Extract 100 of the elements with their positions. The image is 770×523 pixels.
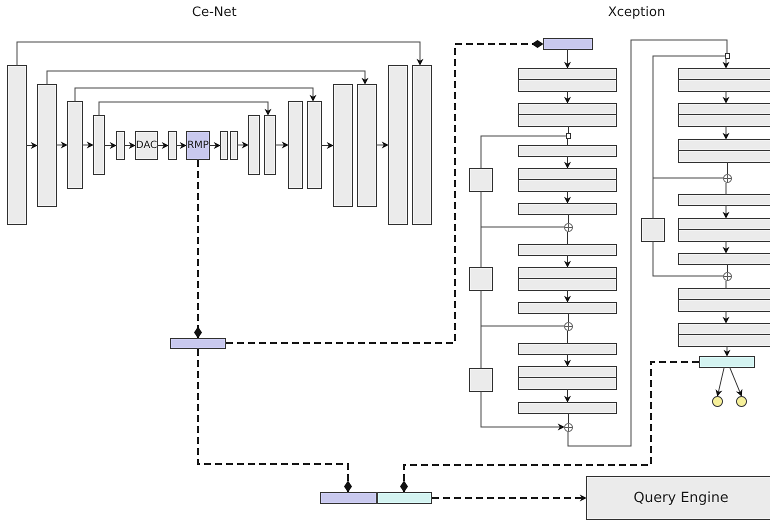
arrow — [564, 92, 571, 104]
arrow — [716, 368, 724, 397]
arrow — [730, 368, 742, 397]
layer-block — [469, 267, 493, 291]
feature-bar — [543, 38, 593, 50]
connector-line — [568, 126, 569, 134]
arrow — [56, 142, 68, 148]
layer-block — [412, 65, 432, 225]
layer-block — [307, 101, 322, 189]
connector-line — [568, 314, 569, 322]
arrow — [722, 58, 730, 69]
arrow — [98, 102, 272, 116]
output-circle — [736, 396, 747, 407]
layer-block — [248, 115, 260, 175]
section-heading: Xception — [608, 5, 666, 20]
connector-line — [727, 264, 728, 272]
connector-line — [480, 326, 564, 368]
connector-line — [652, 178, 724, 218]
connector-line — [568, 214, 569, 224]
connector-line — [480, 136, 566, 168]
layer-block — [678, 139, 770, 163]
layer-block — [678, 218, 770, 242]
layer-block — [678, 68, 770, 92]
layer-block — [678, 323, 770, 347]
add-circle — [723, 174, 732, 183]
dashed-connector — [432, 494, 587, 502]
arrow — [564, 156, 571, 169]
arrow — [564, 290, 571, 303]
layer-block — [518, 267, 617, 291]
arrow — [722, 126, 730, 140]
arrow — [104, 142, 117, 149]
connector-line — [567, 232, 568, 244]
arrow — [376, 142, 389, 148]
dashed-connector — [226, 40, 544, 344]
layer-block — [518, 145, 617, 157]
arrow — [722, 312, 730, 324]
feature-bar — [320, 492, 377, 504]
layer-block — [518, 402, 617, 414]
connector-line — [567, 138, 568, 146]
layer-block — [7, 65, 27, 225]
layer-block — [518, 168, 617, 192]
layer-block — [357, 84, 377, 207]
layer-block — [230, 131, 238, 160]
layer-block — [333, 84, 353, 207]
layer-block — [388, 65, 408, 225]
arrow — [722, 206, 730, 219]
connector-line — [652, 56, 726, 178]
arrow — [26, 142, 38, 149]
arrow — [16, 42, 424, 66]
layer-block — [37, 84, 57, 207]
layer-block — [288, 101, 303, 189]
layer-block: DAC — [135, 131, 158, 160]
section-heading: Ce-Net — [192, 5, 237, 20]
arrow — [564, 192, 571, 204]
add-circle — [564, 423, 573, 432]
dashed-connector — [400, 361, 699, 492]
arrow — [176, 142, 187, 149]
arrow — [564, 354, 571, 367]
arrow — [74, 88, 316, 102]
arrow — [158, 142, 169, 149]
layer-block — [518, 68, 617, 92]
layer-block — [518, 244, 617, 256]
junction-square — [566, 133, 571, 139]
layer-block — [93, 115, 105, 175]
layer-block — [168, 131, 177, 160]
layer-block — [469, 368, 493, 392]
layer-block — [518, 366, 617, 390]
arrow — [722, 92, 730, 104]
layer-block — [264, 115, 276, 175]
layer-block — [678, 103, 770, 127]
arrow — [564, 50, 571, 69]
connector-line — [652, 242, 724, 276]
arrow — [210, 142, 221, 149]
layer-block — [469, 168, 493, 192]
arrow — [724, 346, 730, 357]
connector-line — [727, 162, 728, 174]
feature-bar: RMP — [186, 131, 210, 160]
layer-block — [518, 302, 617, 314]
dashed-connector — [197, 349, 352, 492]
layer-block — [678, 288, 770, 312]
arrow — [480, 392, 565, 430]
process-box: Query Engine — [586, 476, 770, 520]
feature-bar — [170, 338, 226, 349]
layer-block — [678, 194, 770, 206]
arrow — [124, 142, 136, 149]
junction-square — [725, 53, 730, 59]
feature-bar — [699, 356, 755, 368]
layer-block — [67, 101, 83, 189]
connector-line — [568, 414, 569, 424]
add-circle — [564, 223, 573, 232]
layer-block — [518, 343, 617, 355]
layer-block — [518, 203, 617, 215]
add-circle — [723, 272, 732, 281]
layer-block — [518, 103, 617, 127]
arrow — [276, 142, 289, 148]
feature-bar — [377, 492, 432, 504]
arrow — [322, 142, 334, 149]
add-circle — [564, 322, 573, 331]
arrow — [238, 142, 249, 148]
output-circle — [712, 396, 723, 407]
